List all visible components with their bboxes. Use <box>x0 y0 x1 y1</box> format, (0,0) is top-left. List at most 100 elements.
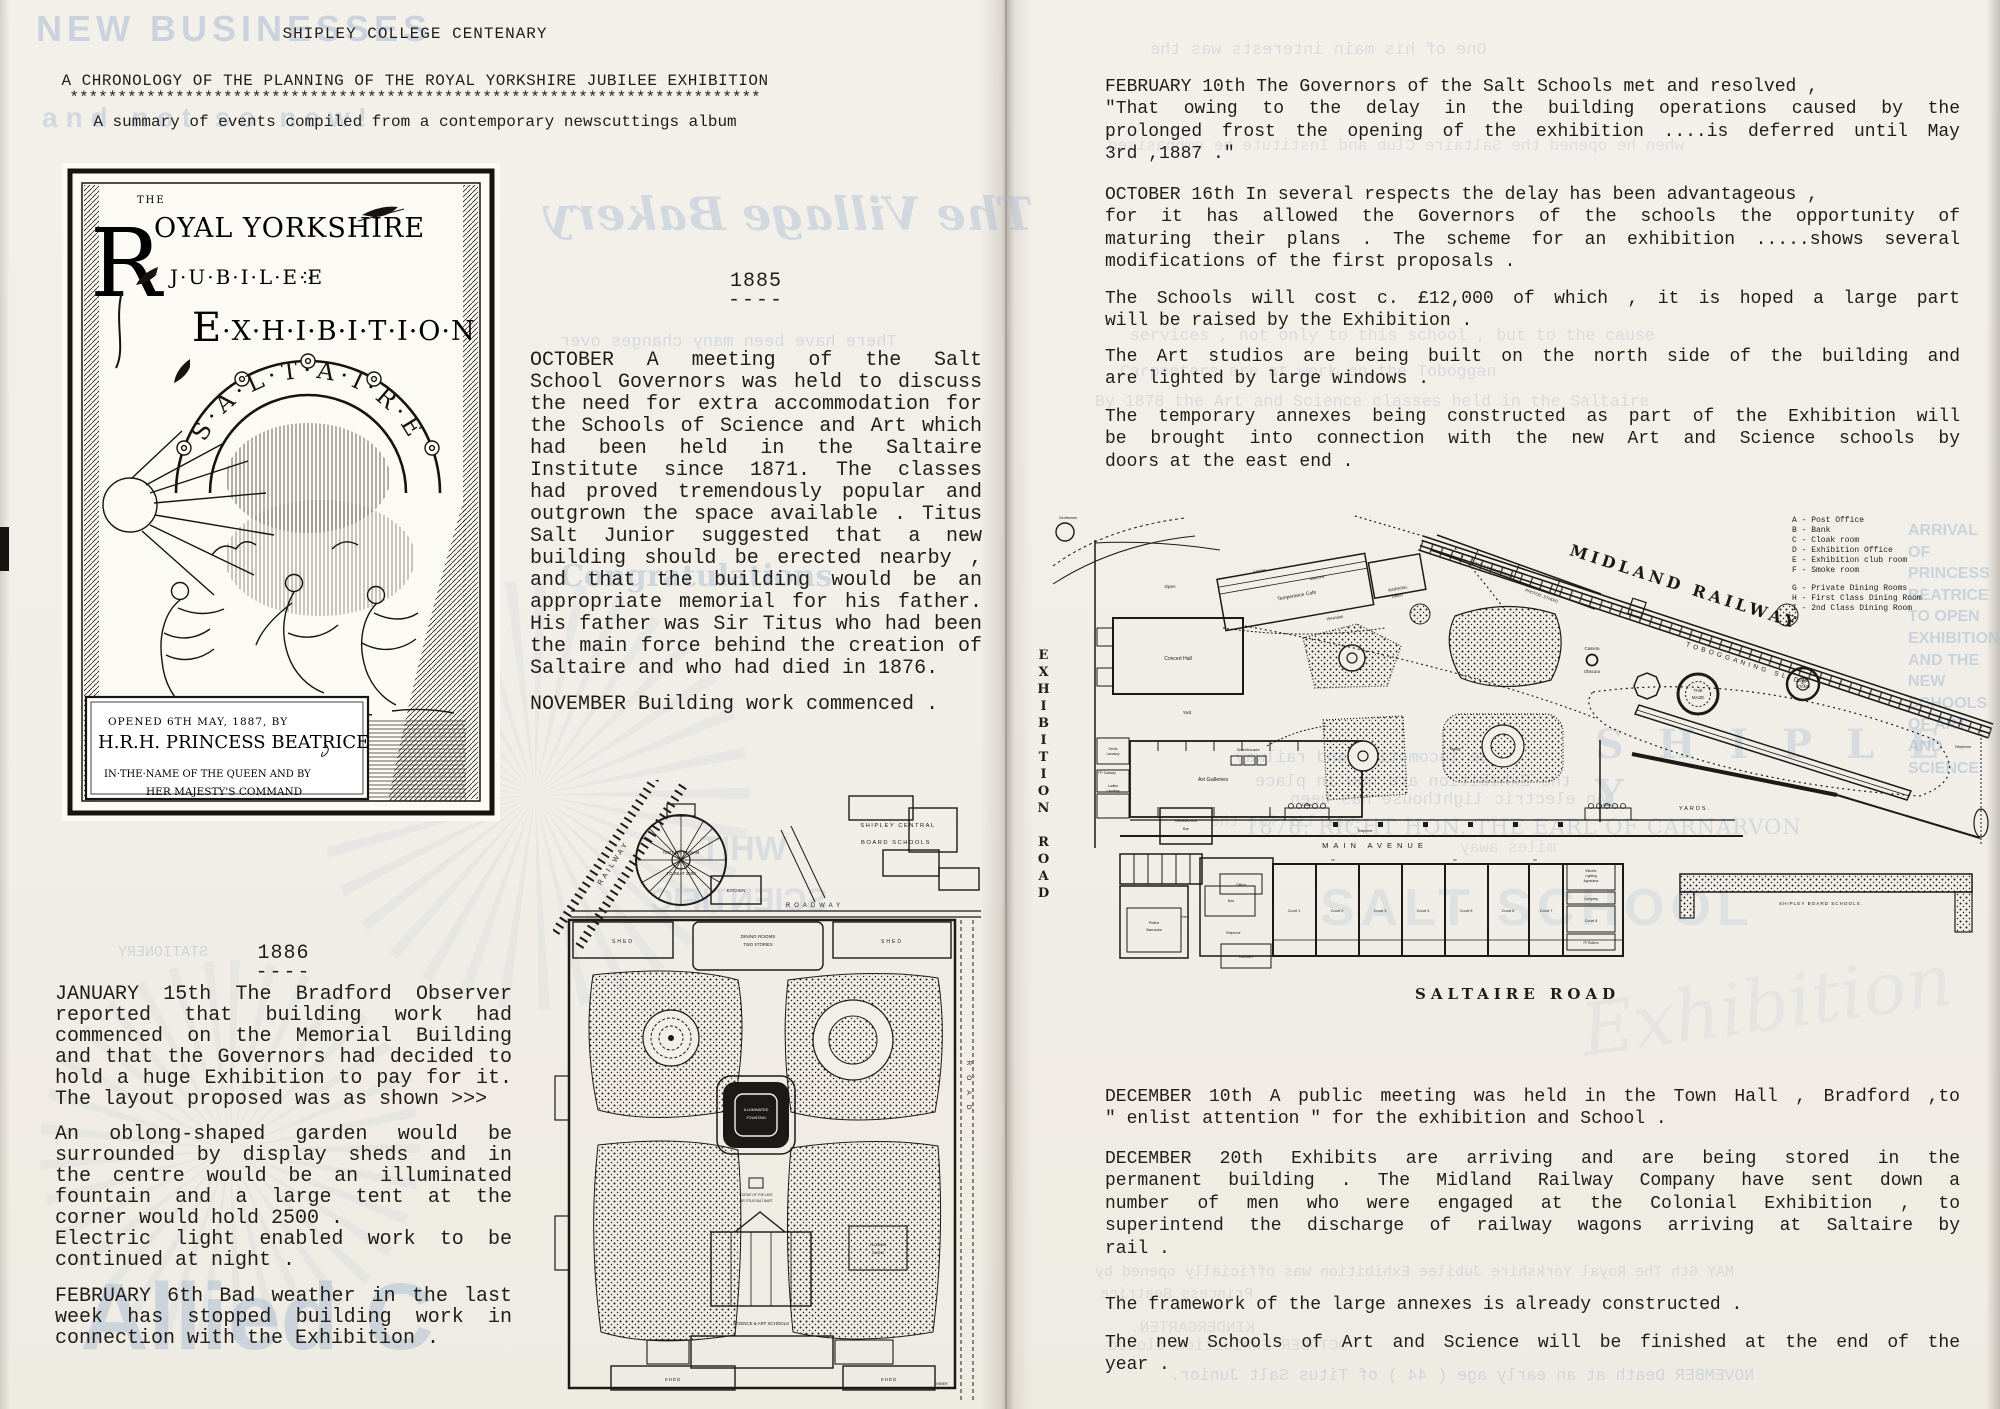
paragraph-1885-november: NOVEMBER Building work commenced . <box>530 694 982 716</box>
text-line: prolonged frost the opening of the exhib… <box>1105 121 1960 142</box>
temperance-cafe <box>1216 552 1427 632</box>
text-line: continued at night . <box>55 1249 296 1272</box>
map-label: FF Boilers <box>1583 941 1598 945</box>
bleedthrough-text: services , not only to this school , but… <box>1130 326 1655 345</box>
octagon-pavilion <box>1633 672 1661 700</box>
map-label: STAND <box>1796 684 1810 689</box>
text-line: the main force behind the creation of <box>530 635 982 658</box>
text-line: and that the building would be an <box>530 569 982 592</box>
circular-garden <box>812 999 894 1081</box>
exhibition-road-label: EXHIBITION ROAD <box>1036 648 1051 903</box>
text-line: The new Schools of Art and Science will … <box>1105 1333 1960 1353</box>
text-line: His father was Sir Titus who had been <box>530 613 982 636</box>
text-line: modifications of the first proposals . <box>1105 252 1516 273</box>
map-label: MAZE <box>1692 695 1705 700</box>
map-label: Court 1 <box>1288 908 1301 913</box>
concert-hall <box>1112 617 1244 695</box>
scan-artifact-mark <box>0 527 9 571</box>
text-line: Salt Junior suggested that a new <box>530 525 982 548</box>
exhibition-courts <box>1199 857 1624 957</box>
text-line: G - Private Dining Rooms <box>1792 584 1908 593</box>
map-label: DAIRY <box>1391 592 1404 599</box>
map-label: Office <box>1236 882 1247 887</box>
poster-opened-line: OPENED 6TH MAY, 1887, BY <box>108 716 288 728</box>
map-label: Apparatus <box>1583 879 1598 883</box>
map-label: FOUNTAIN <box>746 1116 765 1120</box>
text-line: are lighted by large windows . <box>1105 369 1430 390</box>
left-page-edge <box>0 0 10 1409</box>
map-label: Court 8 <box>1585 918 1598 923</box>
poster-title-exhibition: ·X·H·I·B·I·T·I·O·N <box>222 316 476 347</box>
map-label: Verandah <box>1326 614 1344 621</box>
map-label: MAIN AVENUE <box>1322 841 1428 850</box>
map-label: Lavatory <box>1106 752 1119 756</box>
map-label: Electric <box>1586 869 1597 873</box>
shipley-central-board-schools <box>848 795 980 891</box>
text-line: superintend the discharge of railway wag… <box>1105 1216 1960 1237</box>
map-label: Court 6 <box>1502 908 1515 913</box>
bleedthrough-text: One of his main interests was the <box>1150 41 1487 60</box>
text-line: The Art studios are being built on the n… <box>1105 347 1960 367</box>
main-avenue <box>1120 803 1743 837</box>
dining-rooms-building <box>692 921 824 971</box>
map-label: MIDLAND RAILWAY <box>1568 541 1802 633</box>
text-line: I - 2nd Class Dining Room <box>1792 604 1913 613</box>
map-label: Statue <box>1450 747 1461 751</box>
leaf-sprig-icon <box>174 359 190 383</box>
text-line: The framework of the large annexes is al… <box>1105 1295 1743 1315</box>
map-label: Telephone <box>1358 829 1373 833</box>
page-gutter-shadow <box>980 0 1032 1409</box>
text-line: An oblong-shaped garden would be <box>55 1123 512 1146</box>
map-label: RAILWAY <box>597 840 631 887</box>
map-label: SHED <box>612 939 634 945</box>
map-label: Concert Hall <box>1164 656 1192 662</box>
year-heading-1885: 1885 <box>729 270 782 293</box>
poster-title-exhibition-initial: E <box>192 305 221 351</box>
text-line: F - Smoke room <box>1792 566 1860 575</box>
text-line: H - First Class Dining Room <box>1792 594 1922 603</box>
text-line: The layout proposed was as shown >>> <box>55 1088 488 1111</box>
text-line: Electric light enabled work to be <box>55 1228 512 1251</box>
map-label: Temperance Cafe <box>1277 590 1317 603</box>
map-label: TENT 120 FT DIAM <box>663 850 700 855</box>
text-line: " enlist attention " for the exhibition … <box>1105 1109 1667 1130</box>
bleedthrough-text: and not so new! <box>42 102 376 133</box>
map-label: Court 2 <box>1331 908 1344 913</box>
exhibition-poster: THE R OYAL YORKSHIRE J·U·B·I·L·E·E E ·X·… <box>62 163 500 821</box>
large-tent <box>635 803 727 906</box>
leaf-sprig-icon <box>362 206 398 217</box>
bleedthrough-text: By 1878 the Art and Science classes held… <box>1095 392 1650 411</box>
flower-bed <box>1409 603 1431 625</box>
text-line: DECEMBER 20th Exhibits are arriving and … <box>1105 1149 1960 1169</box>
text-line: number of men who were engaged at the Co… <box>1105 1193 1960 1214</box>
tobogganing-slide <box>1588 686 1950 801</box>
map-label: Telephone <box>1226 931 1241 935</box>
map-label: SIR TITUS SALT BART <box>739 1199 772 1203</box>
text-line: the Schools of Science and Art which <box>530 415 982 438</box>
map-label: ROAD <box>965 1061 972 1120</box>
text-line: commenced on the Memorial Building <box>55 1025 512 1048</box>
poster-queen-line: IN·THE·NAME OF THE QUEEN AND BY <box>104 769 311 780</box>
text-line: The temporary annexes being constructed … <box>1105 407 1960 427</box>
map-label: Ladies <box>1108 784 1118 788</box>
divider-asterisks: ****************************************… <box>69 89 761 107</box>
bleedthrough-text: Carpenters are at work on the Toboggan <box>1120 362 1497 381</box>
poster-title-jubilee: J·U·B·I·L·E·E <box>168 265 324 289</box>
year-heading-1886-dash: ---- <box>255 961 312 984</box>
text-line: hold a huge Exhibition to pay for it. <box>55 1067 512 1090</box>
fold-line <box>1005 0 1007 1409</box>
map-label: Yard <box>1183 710 1192 715</box>
map-label: Kitchen <box>1253 568 1266 574</box>
text-line: reported that building work had <box>55 1004 512 1027</box>
map-label: WORKING <box>1388 584 1408 592</box>
map-label: Refreshment <box>1175 819 1198 823</box>
paragraph-schools-cost: The Schools will cost c. £12,000 of whic… <box>1105 288 1960 333</box>
map-label: Police <box>1149 920 1160 925</box>
text-line: fountain and a large tent at the <box>55 1186 512 1209</box>
map-label: Obscura <box>1584 669 1600 674</box>
text-line: had been held in the Saltaire <box>530 437 982 460</box>
